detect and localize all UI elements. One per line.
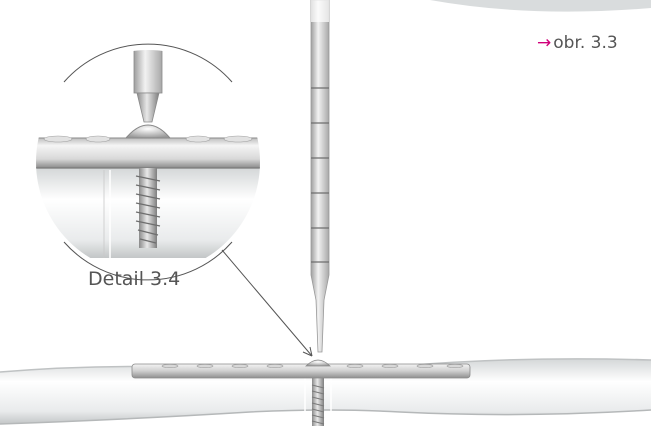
screwdriver <box>310 0 330 353</box>
figure-reference-text: obr. 3.3 <box>553 33 618 53</box>
bone-screw <box>304 378 332 426</box>
figure-reference[interactable]: →obr. 3.3 <box>537 33 618 53</box>
corner-swoosh <box>430 0 651 12</box>
detail-view <box>36 43 260 281</box>
detail-leader-line <box>221 249 313 357</box>
detail-label: Detail 3.4 <box>88 268 181 290</box>
bone-plate <box>131 359 471 379</box>
arrow-right-icon: → <box>537 33 552 53</box>
